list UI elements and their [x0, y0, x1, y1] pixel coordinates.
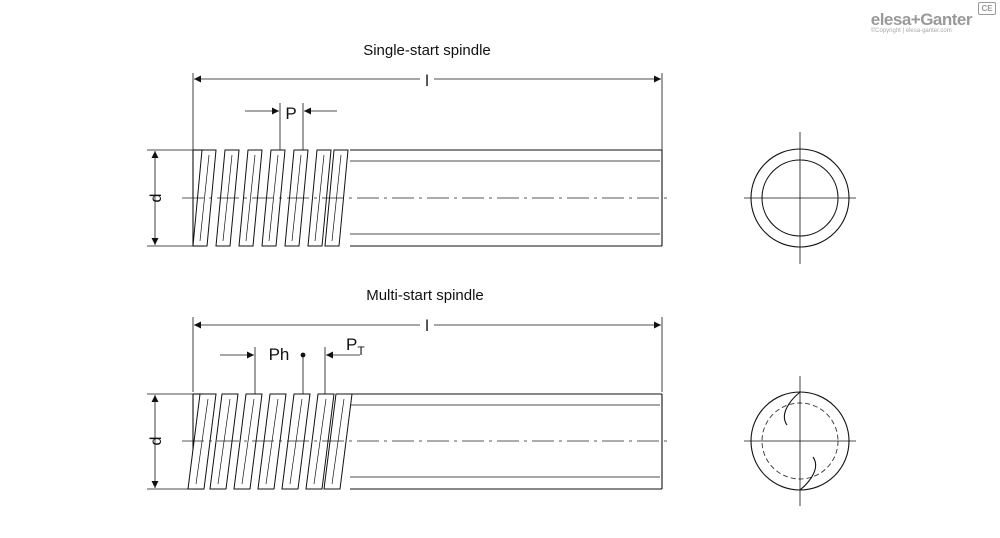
single-end-view	[744, 132, 856, 264]
multi-thread-ridges	[187, 393, 353, 490]
thread-ridge-flank	[217, 398, 231, 485]
multi-diameter-label: d	[148, 437, 165, 446]
multi-pitch-label: PT	[346, 335, 365, 358]
single-start-view: Single-start spindle l P d	[147, 42, 856, 264]
single-diameter-dimension: d	[147, 149, 193, 247]
brand-copyright: ©Copyright | elesa-ganter.com	[870, 28, 952, 34]
single-diameter-label: d	[148, 194, 165, 203]
multi-pitch-label-main: P	[346, 335, 357, 354]
thread-ridge-flank	[314, 154, 325, 242]
single-thread-ridges	[192, 149, 349, 247]
multi-length-label: l	[425, 318, 429, 335]
thread-ridge-flank	[195, 398, 209, 485]
single-pitch-label: P	[285, 104, 296, 123]
thread-ridge-flank	[313, 398, 327, 485]
thread-ridge-flank	[331, 398, 345, 485]
brand-logo: elesa+Ganter ©Copyright | elesa-ganter.c…	[870, 10, 973, 34]
multi-spindle-body	[182, 393, 672, 490]
multi-start-title: Multi-start spindle	[366, 287, 484, 304]
single-pitch-dimension: P	[245, 103, 337, 152]
multi-diameter-dimension: d	[147, 393, 193, 490]
multi-start-view: Multi-start spindle l Ph PT	[147, 287, 856, 506]
thread-ridge-flank	[241, 398, 255, 485]
multi-end-view	[744, 376, 856, 506]
thread-ridge-flank	[289, 398, 303, 485]
single-length-label: l	[425, 73, 429, 90]
brand-name: elesa+Ganter	[870, 10, 973, 29]
ce-mark-icon: CE	[978, 2, 996, 15]
multi-length-dimension: l	[192, 316, 663, 392]
single-start-title: Single-start spindle	[363, 42, 491, 59]
multi-lead-dimension: Ph PT	[220, 335, 365, 394]
single-length-dimension: l	[192, 70, 663, 150]
thread-ridge-flank	[265, 398, 279, 485]
single-spindle-body	[182, 149, 672, 247]
multi-pitch-label-sub: T	[357, 344, 365, 358]
multi-lead-label: Ph	[269, 345, 290, 364]
thread-ridge-flank	[199, 154, 210, 242]
thread-ridge-flank	[245, 154, 256, 242]
